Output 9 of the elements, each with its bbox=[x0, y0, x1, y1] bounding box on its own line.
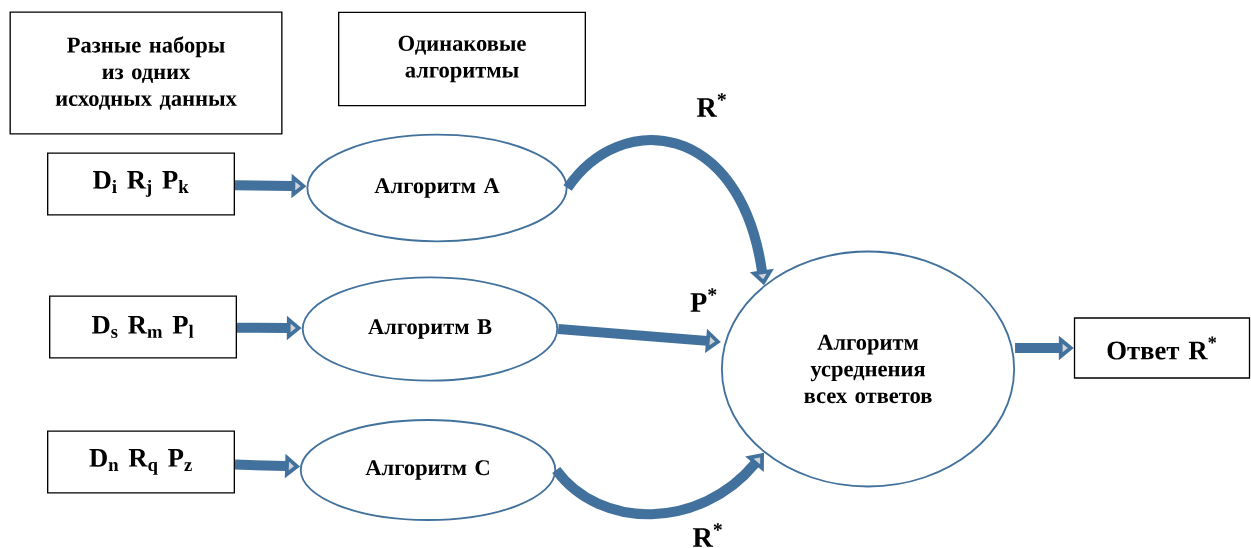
data-box: D$_{i}$ R$_{j}$ P$_{k}$ bbox=[47, 152, 235, 216]
answer-box: Ответ R$^{*}$ bbox=[1073, 317, 1251, 379]
header-box: Одинаковые алгоритмы bbox=[338, 11, 586, 107]
edge-label: R$^{*}$ bbox=[696, 93, 726, 117]
edge-label: P$^{*}$ bbox=[690, 288, 717, 312]
data-box: D$_{n}$ R$_{q}$ P$_{z}$ bbox=[47, 430, 235, 494]
edge-label: R$^{*}$ bbox=[692, 523, 722, 547]
data-box: D$_{s}$ R$_{m}$ P$_{l}$ bbox=[49, 295, 237, 359]
header-box: Разные наборы из одних исходных данных bbox=[9, 11, 283, 135]
